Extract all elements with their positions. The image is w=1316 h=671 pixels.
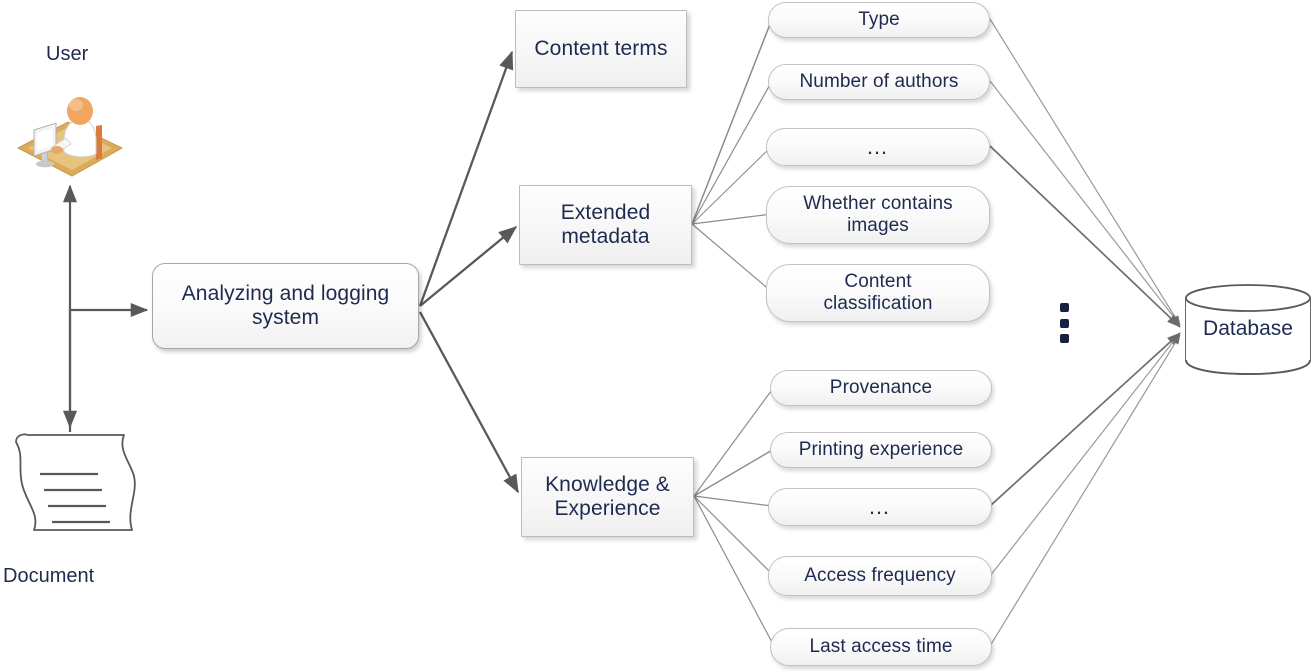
user-caption: User xyxy=(46,43,89,65)
ellipsis-dot xyxy=(1059,318,1069,328)
content-terms-label: Content terms xyxy=(534,36,668,60)
edges-extended-metadata-to-attributes xyxy=(691,18,773,293)
attribute-metadata-ellipsis-pill[interactable]: … xyxy=(766,128,990,166)
attribute-last-access-time-pill[interactable]: Last access time xyxy=(770,628,992,666)
attribute-last-access-time-label: Last access time xyxy=(809,635,953,657)
attribute-metadata-ellipsis-label: … xyxy=(866,134,890,160)
attribute-number-of-authors-pill[interactable]: Number of authors xyxy=(768,64,990,100)
attribute-type-pill[interactable]: Type xyxy=(768,2,990,38)
attribute-access-frequency-label: Access frequency xyxy=(804,564,956,586)
document-page-icon xyxy=(12,432,140,540)
attribute-provenance-pill[interactable]: Provenance xyxy=(770,370,992,406)
knowledge-experience-label: Knowledge & Experience xyxy=(545,472,670,520)
edges-attributes-to-database xyxy=(989,18,1181,647)
analyzing-and-logging-system-box[interactable]: Analyzing and logging system xyxy=(152,263,419,349)
ellipsis-dot xyxy=(1059,303,1069,312)
database-label: Database xyxy=(1203,317,1293,340)
knowledge-experience-box[interactable]: Knowledge & Experience xyxy=(521,457,694,537)
edges-knowledge-experience-to-attributes xyxy=(693,386,775,647)
ellipsis-dot xyxy=(1059,334,1069,343)
edge-system-to-extended-metadata xyxy=(419,226,518,307)
attribute-type-label: Type xyxy=(858,8,900,30)
attribute-number-of-authors-label: Number of authors xyxy=(799,70,959,92)
content-terms-box[interactable]: Content terms xyxy=(515,10,687,88)
attribute-content-classification-label: Content classification xyxy=(823,270,933,314)
edge-document-to-system xyxy=(68,302,149,432)
attribute-whether-contains-images-pill[interactable]: Whether contains images xyxy=(766,186,990,244)
attribute-content-classification-pill[interactable]: Content classification xyxy=(766,264,990,322)
edge-system-to-content-terms xyxy=(418,50,514,307)
analyzing-and-logging-system-label: Analyzing and logging system xyxy=(181,281,390,329)
attribute-whether-contains-images-label: Whether contains images xyxy=(803,192,953,236)
attribute-access-frequency-pill[interactable]: Access frequency xyxy=(768,556,992,596)
vertical-ellipsis-icon xyxy=(1059,303,1069,343)
attribute-knowledge-ellipsis-label: … xyxy=(868,494,892,520)
database-cylinder-icon[interactable]: Database xyxy=(1183,283,1313,375)
attribute-printing-experience-label: Printing experience xyxy=(798,438,964,460)
attribute-printing-experience-pill[interactable]: Printing experience xyxy=(770,432,992,468)
extended-metadata-box[interactable]: Extended metadata xyxy=(519,185,692,265)
attribute-provenance-label: Provenance xyxy=(829,376,933,398)
edge-system-to-knowledge-experience xyxy=(418,311,520,494)
document-caption: Document xyxy=(3,565,95,587)
extended-metadata-label: Extended metadata xyxy=(560,200,651,248)
user-at-computer-icon xyxy=(14,86,126,186)
attribute-knowledge-ellipsis-pill[interactable]: … xyxy=(768,488,992,526)
